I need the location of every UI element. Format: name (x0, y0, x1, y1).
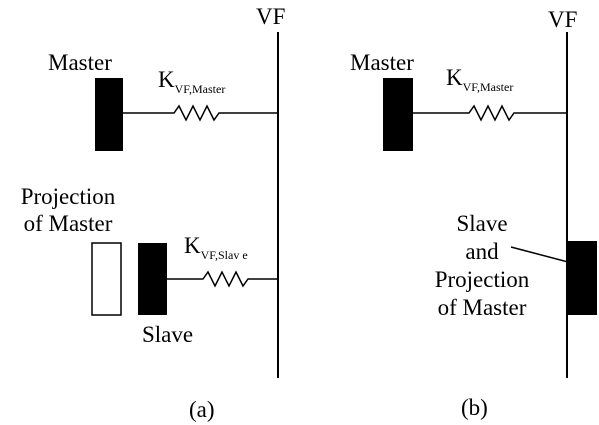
k-slave-label-a: KVF,Slav e (184, 233, 248, 261)
k-master-label-b: KVF,Master (446, 65, 513, 93)
slave-projection-label-b-line3: Projection (434, 267, 530, 292)
slave-projection-label-b-line2: and (465, 239, 499, 264)
slave-block-a (138, 243, 167, 315)
vf-label-a: VF (256, 4, 286, 29)
projection-block-a (91, 242, 122, 316)
master-label-a: Master (48, 50, 112, 75)
k-subscript: VF,Master (174, 82, 226, 96)
slave-projection-label-b-line1: Slave (456, 211, 508, 236)
vf-label-b: VF (548, 7, 578, 32)
spring-master-a (123, 104, 278, 122)
master-block-a (95, 78, 123, 151)
projection-label-a-line2: of Master (23, 211, 113, 236)
slave-label-a: Slave (142, 322, 194, 347)
caption-b: (b) (461, 395, 488, 420)
projection-label-a-line1: Projection (20, 184, 116, 209)
k-symbol: K (184, 233, 201, 258)
leader-line-b (510, 246, 569, 263)
k-master-label-a: KVF,Master (158, 67, 225, 95)
k-symbol: K (158, 67, 175, 92)
k-subscript: VF,Slav e (200, 248, 248, 262)
k-symbol: K (446, 65, 463, 90)
slave-projection-label-b-line4: of Master (437, 295, 527, 320)
master-label-b: Master (350, 50, 414, 75)
caption-a: (a) (189, 397, 215, 422)
master-block-b (383, 78, 413, 151)
spring-slave-a (167, 270, 278, 288)
spring-master-b (413, 104, 567, 122)
k-subscript: VF,Master (462, 80, 514, 94)
slave-projection-block-b (568, 241, 597, 315)
